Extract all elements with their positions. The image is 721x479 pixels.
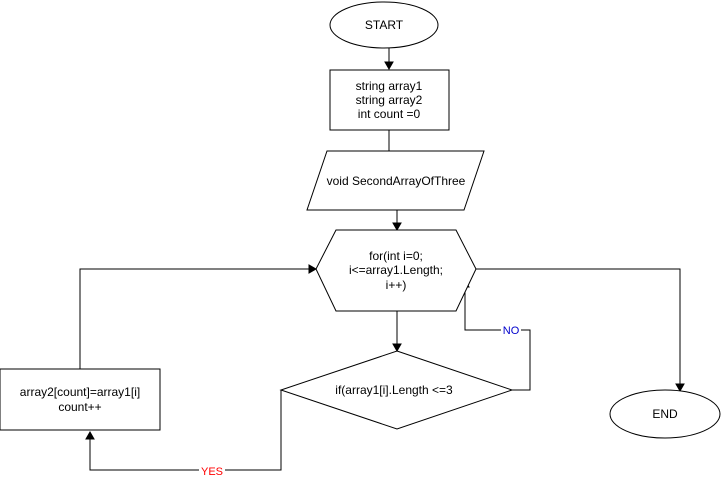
edge-label-yes-text: YES	[201, 466, 223, 478]
edge-start-to-declarations	[384, 48, 394, 71]
condition-node-label: if(array1[i].Length <=3	[335, 383, 453, 397]
edge-label-no: NO	[501, 323, 521, 337]
edge-loop-to-condition	[392, 311, 402, 353]
edge-labels: NO YES	[199, 323, 521, 478]
edge-method-to-loop	[392, 210, 402, 232]
nodes: START string array1 string array2 int co…	[0, 1, 721, 439]
edge-label-no-text: NO	[503, 325, 520, 337]
end-node-label: END	[652, 407, 678, 421]
declarations-line-1: string array1	[356, 79, 423, 93]
edge-assign-to-loop	[79, 264, 318, 369]
start-node: START	[329, 1, 439, 49]
assign-line-2: count++	[58, 400, 101, 414]
assign-line-1: array2[count]=array1[i]	[20, 385, 140, 399]
loop-line-3: i++)	[386, 278, 407, 292]
method-node: void SecondArrayOfThree	[306, 150, 485, 211]
declarations-line-3: int count =0	[358, 107, 421, 121]
method-node-label: void SecondArrayOfThree	[327, 174, 466, 188]
loop-line-2: i<=array1.Length;	[349, 263, 443, 277]
edge-condition-to-assign-yes	[85, 390, 282, 471]
end-node: END	[609, 389, 721, 439]
loop-line-1: for(int i=0;	[369, 249, 423, 263]
start-node-label: START	[365, 18, 404, 32]
edge-loop-to-end	[476, 268, 685, 393]
condition-node: if(array1[i].Length <=3	[279, 350, 514, 430]
edge-label-yes: YES	[199, 464, 225, 478]
declarations-line-2: string array2	[356, 93, 423, 107]
declarations-node: string array1 string array2 int count =0	[329, 69, 450, 131]
assign-node: array2[count]=array1[i] count++	[0, 368, 161, 431]
loop-node: for(int i=0; i<=array1.Length; i++)	[315, 229, 477, 312]
